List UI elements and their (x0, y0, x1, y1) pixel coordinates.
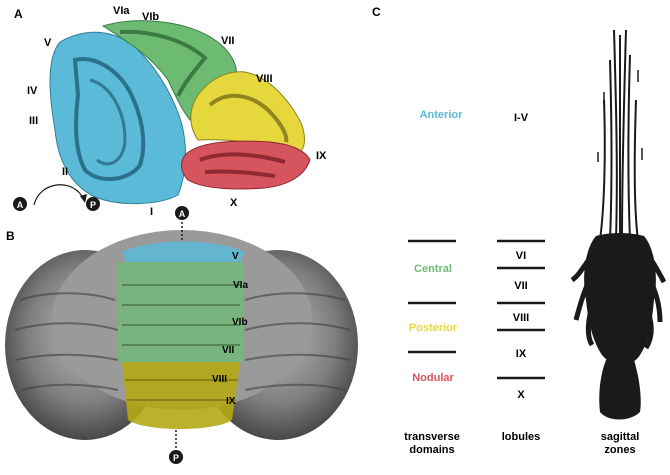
dorsal-label-v: V (232, 251, 239, 262)
lobule-col-vi: VI (516, 250, 526, 262)
sagittal-zones-schematic (570, 29, 667, 420)
lobule-label-viii: VIII (256, 73, 273, 85)
panel-c-label: C (372, 5, 381, 19)
orient-p-marker: P (90, 200, 96, 210)
orient-a-marker: A (17, 200, 24, 210)
footer-domains: domains (409, 444, 454, 456)
domain-dividers (408, 239, 456, 354)
panel-a-label: A (14, 7, 23, 21)
lobule-label-x: X (230, 197, 238, 209)
dorsal-posterior-band (122, 362, 240, 429)
lobule-label-v: V (44, 37, 52, 49)
dorsal-view (5, 230, 358, 440)
lobule-label-iv: IV (27, 85, 38, 97)
lobule-dividers (497, 239, 545, 380)
footer-zones: zones (604, 444, 635, 456)
lobule-col-viii: VIII (513, 312, 530, 324)
lobule-label-i: I (150, 206, 153, 218)
dorsal-anterior-band (122, 241, 245, 262)
dorsal-label-vii: VII (222, 345, 234, 356)
lobule-col-ix: IX (516, 348, 527, 360)
lobule-col-vii: VII (514, 280, 527, 292)
dorsal-label-vib: VIb (232, 317, 248, 328)
dorsal-a-marker: A (179, 209, 186, 219)
domain-anterior: Anterior (420, 109, 464, 121)
footer-transverse: transverse (404, 431, 460, 443)
domain-posterior: Posterior (409, 322, 458, 334)
footer-lobules: lobules (502, 431, 541, 443)
domain-nodular: Nodular (412, 372, 454, 384)
lobule-label-ii: II (62, 166, 68, 178)
dorsal-label-viii: VIII (212, 374, 227, 385)
dorsal-label-ix: IX (226, 396, 236, 407)
lobule-label-iii: III (29, 115, 38, 127)
posterior-region (190, 71, 305, 153)
nodular-region (181, 140, 311, 190)
panel-b-label: B (6, 229, 15, 243)
orientation-arrow: A P (13, 184, 100, 211)
dorsal-label-via: VIa (233, 280, 248, 291)
lobule-label-ix: IX (316, 150, 327, 162)
lobule-col-x: X (517, 389, 525, 401)
sagittal-section (49, 20, 311, 204)
footer-sagittal: sagittal (601, 431, 640, 443)
lobule-label-via: VIa (113, 5, 130, 17)
lobule-label-vib: VIb (142, 11, 159, 23)
domain-central: Central (414, 263, 452, 275)
dorsal-p-marker: P (173, 453, 179, 463)
lobule-col-i-v: I-V (514, 112, 529, 124)
lobule-label-vii: VII (221, 35, 234, 47)
